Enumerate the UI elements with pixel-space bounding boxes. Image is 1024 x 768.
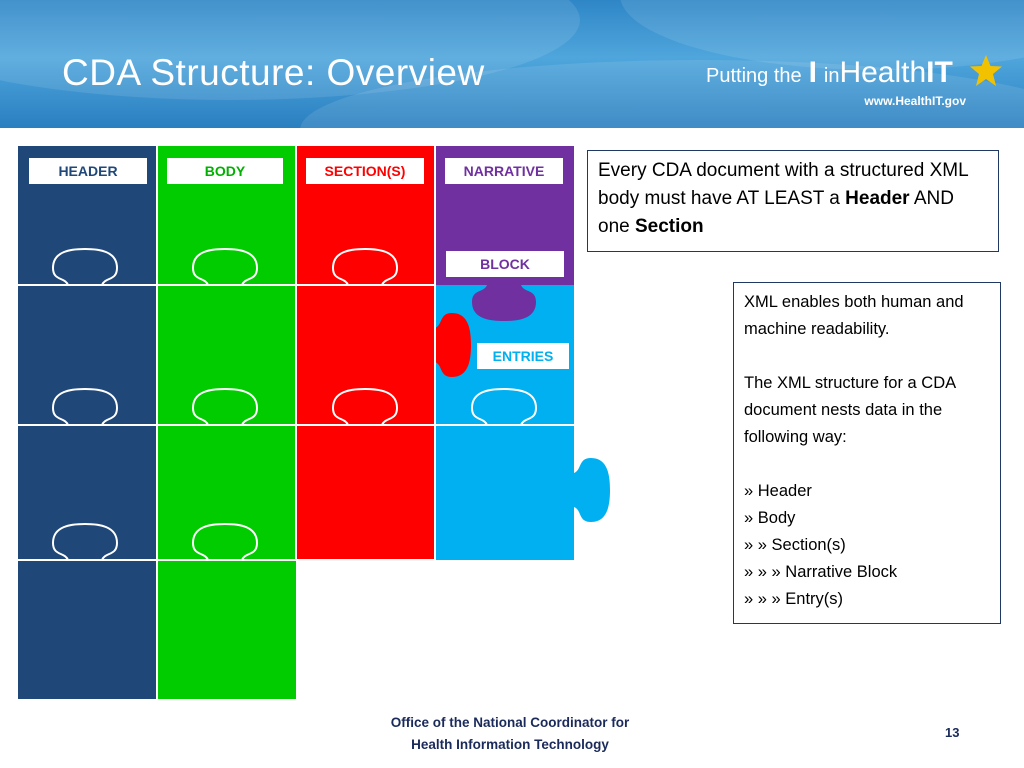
info-box: XML enables both human and machine reada… [733,282,1001,624]
puzzle-tab [157,453,193,517]
healthit-logo: Putting the I inHealthIT www.HealthIT.go… [706,55,1006,112]
header-band [0,0,1024,128]
puzzle-seam [192,248,258,286]
sections-label: SECTION(S) [306,158,424,184]
puzzle-tab [157,313,193,377]
entries-label: ENTRIES [477,343,569,369]
puzzle-seam [192,388,258,426]
header-column [18,146,157,700]
logo-part: in [823,65,840,87]
logo-part: Health [839,56,927,89]
info-list-item: » » » Entry(s) [744,590,844,608]
body-label: BODY [167,158,283,184]
info-list-item: » Body [744,509,796,527]
slide-title: CDA Structure: Overview [62,52,485,93]
puzzle-tab [435,453,471,517]
info-paragraph: XML enables both human and machine reada… [744,293,964,338]
callout-text: AND one [598,188,954,237]
puzzle-tab [435,313,471,377]
puzzle-tab [435,178,471,242]
block-label: BLOCK [446,251,564,277]
puzzle-seam [471,388,537,426]
info-paragraph: The XML structure for a CDA document nes… [744,374,956,446]
puzzle-tab [296,313,332,377]
puzzle-tab [574,458,610,522]
logo-part: IT [926,56,953,89]
puzzle-seam [332,388,398,426]
callout-bold: Section [634,216,704,237]
puzzle-tab [472,285,536,321]
star-icon [970,55,1002,86]
footer-line: Health Information Technology [411,737,609,752]
puzzle-tab [296,178,332,242]
footer: Office of the National Coordinator for H… [360,712,660,756]
logo-url: www.HealthIT.gov [864,94,966,108]
puzzle-tab [157,178,193,242]
puzzle-seam [52,388,118,426]
footer-line: Office of the National Coordinator for [390,715,630,730]
callout-box: Every CDA document with a structured XML… [587,150,999,252]
callout-bold: Header [845,188,910,209]
logo-part: I [808,56,817,89]
header-label: HEADER [29,158,147,184]
info-list-item: » » » Narrative Block [744,563,898,581]
puzzle-seam [52,523,118,561]
info-list-item: » Header [744,482,812,500]
puzzle-seam [52,248,118,286]
puzzle-tab [157,588,193,652]
puzzle-seam [192,523,258,561]
info-list-item: » » Section(s) [744,536,846,554]
puzzle-tab [296,453,332,517]
narrative-label: NARRATIVE [445,158,563,184]
logo-text: Putting the I inHealthIT [706,56,953,90]
puzzle-seam [332,248,398,286]
page-number: 13 [945,725,960,740]
logo-part: Putting the [706,65,802,87]
callout-text: Every CDA document with a structured XML… [598,160,968,209]
